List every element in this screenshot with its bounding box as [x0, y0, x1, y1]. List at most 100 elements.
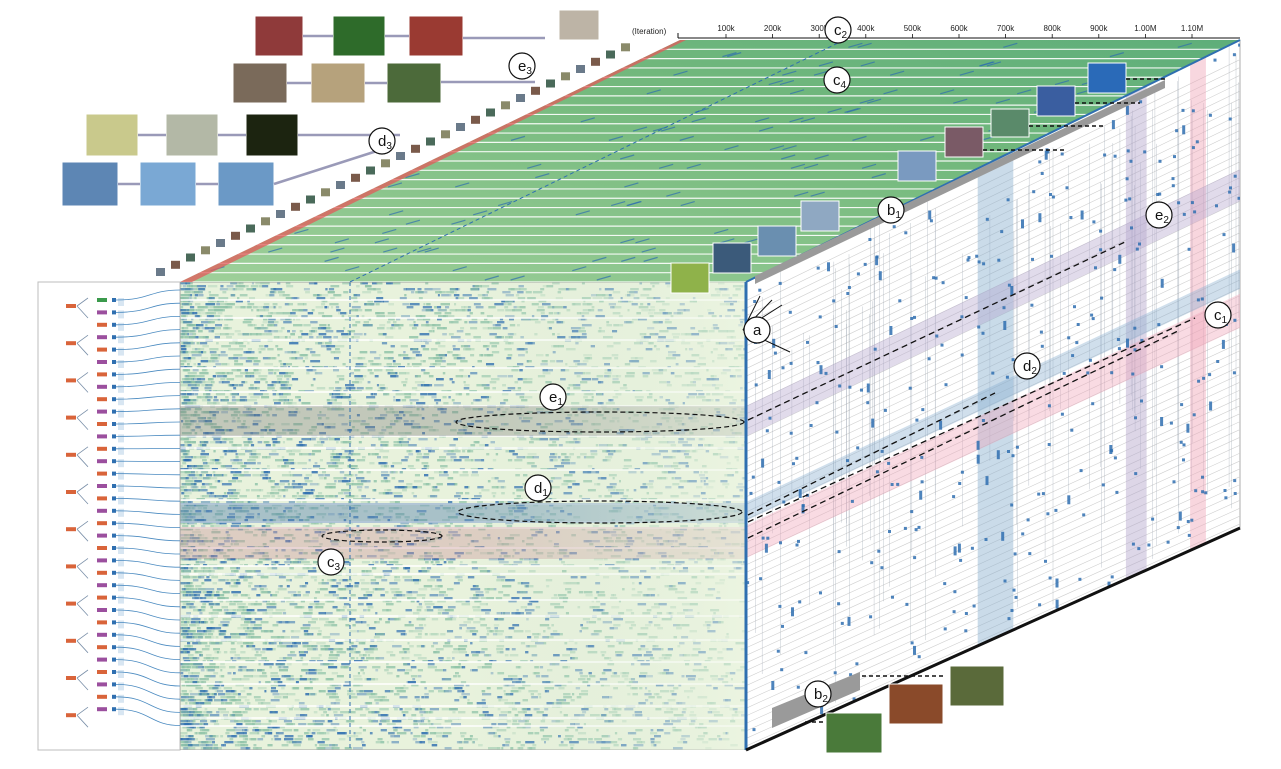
- heatmap-cell: [423, 372, 430, 375]
- heatmap-cell: [186, 366, 193, 369]
- heatmap-cell: [231, 282, 235, 285]
- heatmap-cell: [324, 594, 334, 597]
- heatmap-cell: [227, 507, 232, 510]
- heatmap-cell: [239, 345, 246, 348]
- heatmap-cell: [418, 588, 428, 591]
- heatmap-cell: [281, 327, 285, 330]
- hierarchy-panel: [37, 281, 181, 751]
- heatmap-cell: [449, 321, 459, 324]
- heatmap-cell: [211, 459, 215, 462]
- heatmap-cell: [320, 504, 324, 507]
- heatmap-cell: [402, 303, 410, 306]
- heatmap-cell: [221, 438, 227, 441]
- tree-bar: [118, 422, 124, 430]
- heatmap-cell: [277, 282, 281, 285]
- heatmap-cell: [416, 354, 419, 357]
- heatmap-cell: [398, 438, 404, 441]
- heatmap-cell: [193, 609, 201, 612]
- heatmap-cell: [189, 537, 200, 540]
- heatmap-cell: [226, 498, 231, 501]
- heatmap-cell: [317, 414, 326, 417]
- heatmap-cell: [265, 294, 273, 297]
- heatmap-cell: [318, 327, 327, 330]
- heatmap-cell: [332, 579, 337, 582]
- tree-edge: [76, 409, 89, 430]
- heatmap-cell: [379, 555, 389, 558]
- heatmap-cell: [282, 393, 291, 396]
- heatmap-cell: [194, 456, 201, 459]
- heatmap-cell: [430, 561, 434, 564]
- heatmap-cell: [356, 387, 364, 390]
- heatmap-cell: [312, 450, 321, 453]
- heatmap-cell: [298, 483, 308, 486]
- heatmap-cell: [247, 324, 253, 327]
- heatmap-cell: [221, 363, 228, 366]
- heatmap-cell: [264, 426, 271, 429]
- heatmap-cell: [189, 414, 193, 417]
- heatmap-cell: [413, 480, 423, 483]
- tree-leaf: [97, 471, 107, 476]
- heatmap-cell: [316, 495, 324, 498]
- heatmap-cell: [195, 381, 202, 384]
- heatmap-cell: [220, 525, 228, 528]
- heatmap-cell: [408, 393, 417, 396]
- heatmap-cell: [182, 594, 189, 597]
- heatmap-cell: [308, 282, 317, 285]
- heatmap-cell: [260, 474, 269, 477]
- heatmap-cell: [203, 600, 213, 603]
- tree-bar: [118, 694, 124, 703]
- heatmap-cell: [410, 534, 419, 537]
- heatmap-cell: [436, 354, 445, 357]
- heatmap-cell: [270, 540, 276, 543]
- hierarchy-curve: [115, 560, 181, 568]
- heatmap-cell: [406, 483, 413, 486]
- heatmap-cell: [341, 396, 350, 399]
- tree-bar: [118, 521, 124, 530]
- heatmap-cell: [274, 561, 278, 564]
- heatmap-cell: [376, 297, 384, 300]
- heatmap-cell: [228, 348, 233, 351]
- heatmap-cell: [329, 303, 339, 306]
- heatmap-cell: [341, 333, 351, 336]
- heatmap-cell: [332, 594, 339, 597]
- heatmap-cell: [181, 492, 185, 495]
- heatmap-cell: [253, 414, 260, 417]
- tree-node: [112, 471, 116, 476]
- heatmap-cell: [213, 327, 221, 330]
- heatmap-cell: [415, 375, 418, 378]
- heatmap-cell: [280, 465, 289, 468]
- heatmap-cell: [393, 594, 403, 597]
- heatmap-cell: [413, 321, 416, 324]
- heatmap-cell: [390, 465, 395, 468]
- heatmap-cell: [244, 465, 247, 468]
- heatmap-cell: [230, 459, 239, 462]
- heatmap-cell: [206, 462, 215, 465]
- heatmap-cell: [184, 456, 193, 459]
- heatmap-cell: [330, 579, 335, 582]
- heatmap-cell: [196, 309, 203, 312]
- heatmap-cell: [181, 420, 184, 423]
- heatmap-cell: [254, 381, 261, 384]
- heatmap-cell: [223, 591, 226, 594]
- heatmap-cell: [226, 429, 232, 432]
- heatmap-cell: [379, 384, 385, 387]
- heatmap-cell: [376, 531, 385, 534]
- heatmap-cell: [298, 399, 301, 402]
- heatmap-cell: [264, 363, 273, 366]
- heatmap-cell: [434, 312, 442, 315]
- tree-branch: [66, 490, 76, 494]
- heatmap-cell: [352, 483, 357, 486]
- heatmap-cell: [252, 423, 259, 426]
- heatmap-cell: [273, 324, 278, 327]
- heatmap-cell: [220, 333, 229, 336]
- heatmap-cell: [259, 393, 269, 396]
- heatmap-cell: [210, 357, 218, 360]
- heatmap-cell: [261, 525, 271, 528]
- heatmap-cell: [450, 537, 454, 540]
- heatmap-cell: [258, 561, 262, 564]
- heatmap-cell: [446, 510, 456, 513]
- heatmap-cell: [279, 516, 283, 519]
- heatmap-cell: [225, 327, 232, 330]
- heatmap-cell: [248, 441, 251, 444]
- heatmap-cell: [310, 360, 321, 363]
